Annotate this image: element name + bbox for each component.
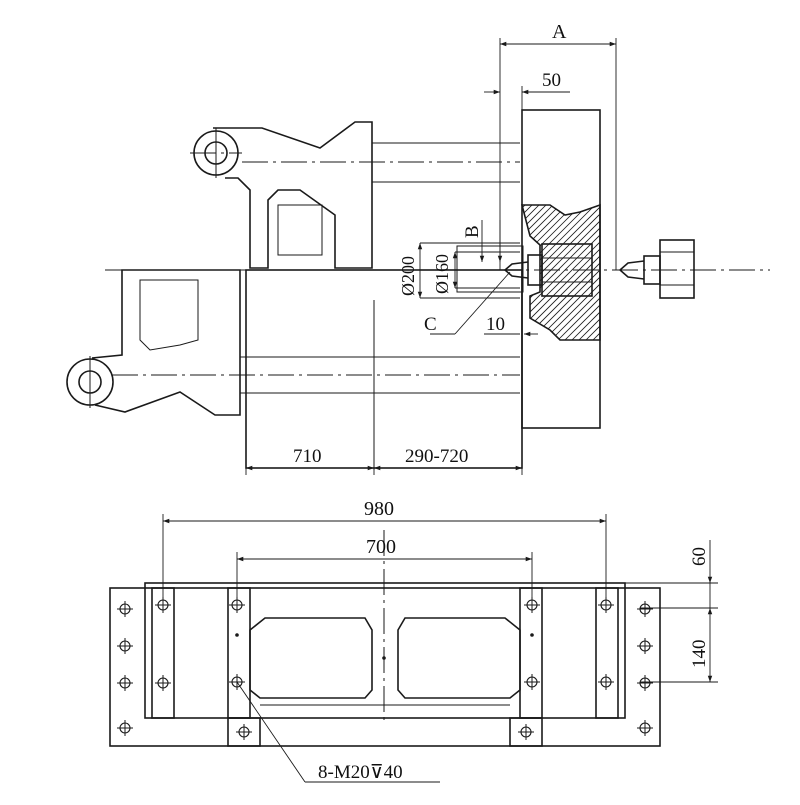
hatch-line bbox=[629, 200, 789, 360]
hatch-line bbox=[522, 205, 587, 340]
hatch-line bbox=[608, 200, 768, 360]
hatch-line bbox=[522, 205, 566, 340]
bolt-crosshair bbox=[637, 601, 653, 617]
hatch-line bbox=[671, 200, 800, 360]
hatch-line bbox=[522, 205, 600, 340]
hatch-line bbox=[664, 200, 800, 360]
hatch-line bbox=[565, 205, 600, 340]
dim-140-text: 140 bbox=[689, 640, 710, 669]
sprue-bush bbox=[527, 254, 543, 286]
hatch-line bbox=[593, 205, 600, 340]
hatch-line bbox=[530, 205, 600, 340]
bolt-crosshair bbox=[117, 675, 133, 691]
hatch-line bbox=[522, 205, 600, 340]
label-C-leader bbox=[454, 271, 511, 335]
hatch-line bbox=[544, 205, 600, 340]
bolt-crosshair bbox=[637, 675, 653, 691]
left-window bbox=[249, 617, 373, 699]
fixed-platen bbox=[521, 109, 601, 429]
dim-10-text: 10 bbox=[486, 314, 505, 335]
nozzle-body bbox=[643, 255, 661, 285]
hatch-line bbox=[522, 205, 580, 340]
nozzle-tip bbox=[618, 260, 645, 280]
side-view: A 50 B Ø200 Ø160 C 10 710 2 bbox=[66, 21, 800, 475]
hatch-line bbox=[601, 200, 761, 360]
lower-toggle-link bbox=[91, 269, 241, 416]
dim-980-text: 980 bbox=[364, 498, 394, 520]
dim-710-text: 710 bbox=[293, 446, 322, 467]
bolt-crosshair bbox=[637, 720, 653, 736]
bolt-crosshair bbox=[518, 724, 534, 740]
hatch-line bbox=[650, 200, 800, 360]
hatch-line bbox=[342, 200, 502, 360]
bolt-crosshair bbox=[524, 674, 540, 690]
hatch-line bbox=[522, 205, 600, 340]
bolt-crosshair bbox=[236, 724, 252, 740]
hatch-line bbox=[657, 200, 800, 360]
right-outer-column bbox=[595, 587, 619, 719]
thread-callout-text: 8-M20⊽40 bbox=[318, 762, 403, 783]
hatch-line bbox=[643, 200, 800, 360]
hatch-line bbox=[522, 205, 600, 340]
bolt-crosshair bbox=[117, 601, 133, 617]
base-frame bbox=[109, 587, 661, 747]
dim-50-text: 50 bbox=[542, 70, 561, 91]
dim-dia200-text: Ø200 bbox=[398, 256, 418, 296]
label-B: B bbox=[462, 225, 483, 238]
hatch-line bbox=[685, 200, 800, 360]
upper-link-window bbox=[277, 204, 323, 256]
sprue-tip bbox=[503, 261, 529, 279]
moving-platen-body bbox=[245, 269, 523, 469]
fixed-platen-section-hatch bbox=[342, 200, 800, 360]
center-mark bbox=[382, 656, 386, 660]
hatch-line bbox=[699, 200, 800, 360]
bolt-crosshair bbox=[117, 720, 133, 736]
dim-60-text: 60 bbox=[689, 547, 710, 566]
platen-plan-outline bbox=[144, 582, 626, 719]
hatch-line bbox=[522, 205, 573, 340]
upper-toggle-link bbox=[213, 121, 373, 269]
hatch-line bbox=[622, 200, 782, 360]
right-window bbox=[397, 617, 521, 699]
hatch-line bbox=[522, 205, 559, 340]
bolt-pattern bbox=[117, 597, 653, 740]
center-mark bbox=[530, 633, 534, 637]
hatch-line bbox=[551, 205, 600, 340]
bolt-crosshair bbox=[155, 675, 171, 691]
dim-dia160-text: Ø160 bbox=[432, 254, 452, 294]
fixed-platen-section-outline bbox=[520, 203, 601, 341]
hatch-line bbox=[558, 205, 600, 340]
mould-bore bbox=[456, 245, 524, 293]
hatch-line bbox=[678, 200, 800, 360]
dim-290-720-text: 290-720 bbox=[405, 446, 468, 467]
hatch-line bbox=[586, 205, 600, 340]
hatch-line bbox=[537, 205, 600, 340]
label-A: A bbox=[552, 21, 567, 43]
bolt-crosshair bbox=[598, 674, 614, 690]
hatch-line bbox=[522, 205, 600, 340]
bolt-crosshair bbox=[637, 638, 653, 654]
lower-link-window bbox=[139, 279, 199, 351]
hatch-line bbox=[349, 200, 509, 360]
hatch-line bbox=[522, 205, 600, 340]
thread-leader bbox=[236, 681, 306, 783]
hatch-line bbox=[692, 200, 800, 360]
bolt-crosshair bbox=[117, 638, 133, 654]
label-C: C bbox=[424, 314, 437, 335]
hatch-line bbox=[615, 200, 775, 360]
plan-view: 980 700 60 140 8-M20⊽40 bbox=[109, 498, 718, 783]
dim-700-text: 700 bbox=[366, 536, 396, 558]
hatch-line bbox=[522, 205, 594, 340]
center-mark bbox=[235, 633, 239, 637]
injection-unit-head bbox=[659, 239, 695, 299]
